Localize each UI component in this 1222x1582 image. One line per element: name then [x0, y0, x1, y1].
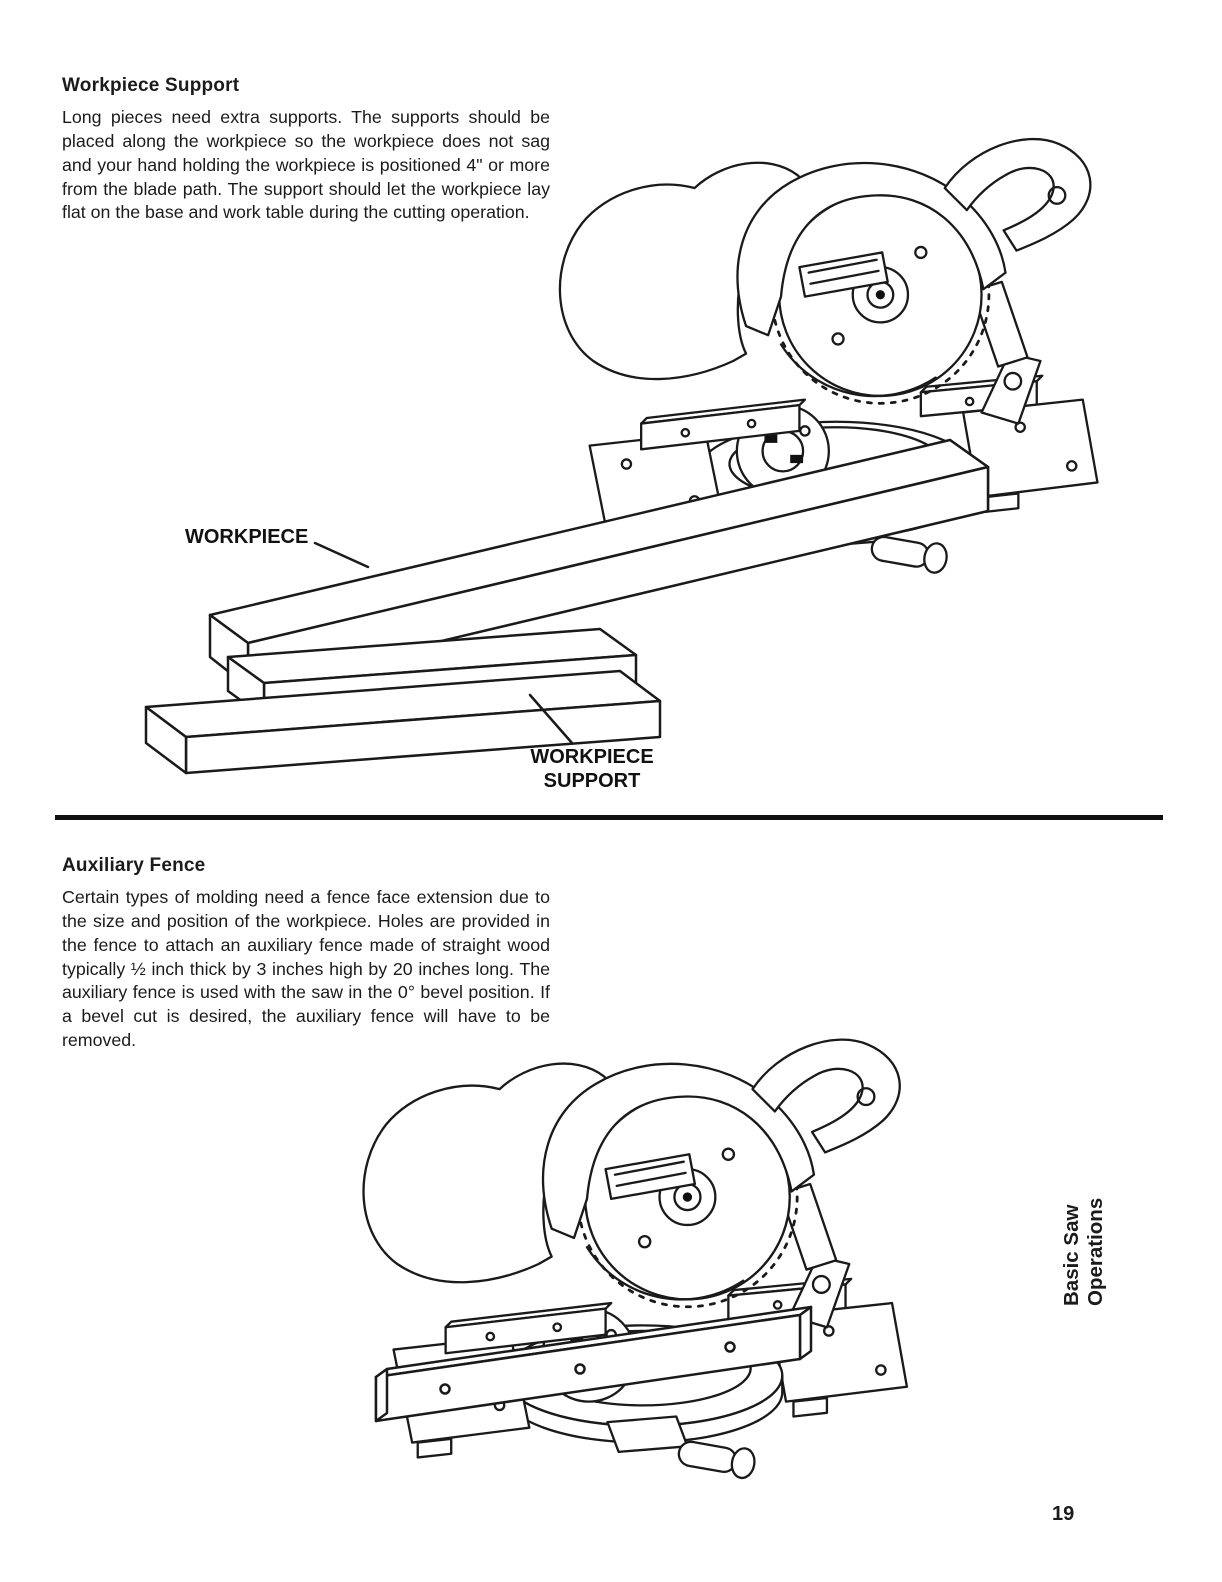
- workpiece-support-section: Workpiece Support Long pieces need extra…: [62, 75, 550, 225]
- workpiece-support-figure: WORKPIECE WORKPIECE SUPPORT: [144, 137, 1099, 792]
- sidebar-label-line2: Operations: [1084, 1197, 1108, 1306]
- auxiliary-fence-board: [374, 1305, 813, 1423]
- support-leader-line: [528, 693, 574, 745]
- workpiece-support-heading: Workpiece Support: [62, 75, 240, 96]
- sidebar-label-line1: Basic Saw: [1060, 1204, 1083, 1306]
- auxiliary-fence-heading: Auxiliary Fence: [62, 855, 206, 876]
- workpiece-board: [208, 438, 990, 689]
- auxiliary-fence-body: Certain types of molding need a fence fa…: [62, 887, 550, 1051]
- workpiece-support-body: Long pieces need extra supports. The sup…: [62, 107, 550, 223]
- section-divider: [55, 815, 1163, 820]
- auxiliary-fence-figure: [362, 1038, 909, 1482]
- workpiece-label: WORKPIECE: [185, 526, 308, 548]
- sidebar-section-label: Basic Saw Operations: [1060, 1174, 1116, 1306]
- workpiece-support-label-line1: WORKPIECE: [530, 746, 653, 768]
- auxiliary-fence-section: Auxiliary Fence Certain types of molding…: [62, 855, 550, 1053]
- workpiece-support-label-line2: SUPPORT: [544, 770, 641, 792]
- workpiece-leader-line: [313, 541, 370, 569]
- page-number: 19: [1052, 1503, 1075, 1525]
- support-block-lower: [144, 669, 662, 775]
